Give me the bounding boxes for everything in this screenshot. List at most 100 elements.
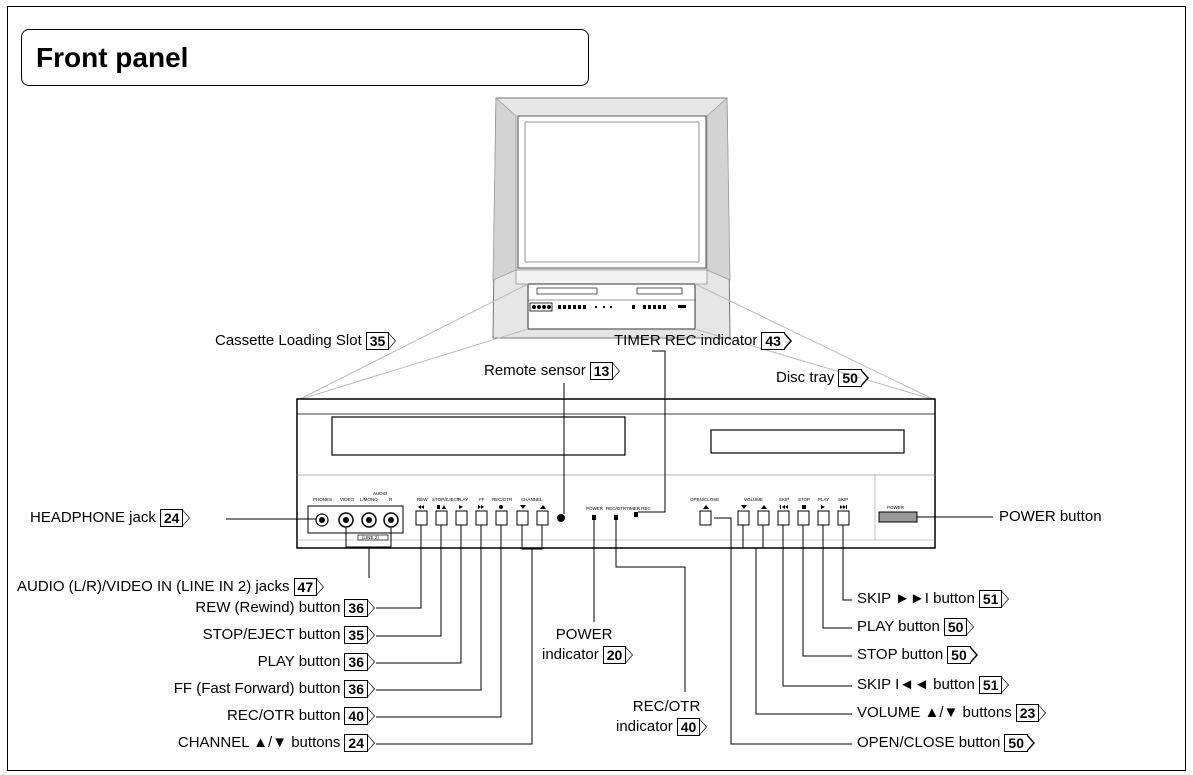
page-ref: 43 <box>761 332 792 351</box>
audio-right-jack[interactable] <box>383 512 399 528</box>
stop-button[interactable] <box>797 510 810 526</box>
channel-up-button[interactable] <box>536 510 549 526</box>
panel-label-phones: PHONES <box>313 497 332 502</box>
page-title: Front panel <box>36 42 189 73</box>
page-ref: 50 <box>943 618 974 637</box>
label-text: SKIP ►►I button <box>857 590 975 607</box>
open-close-button[interactable] <box>699 510 712 526</box>
page-frame <box>7 6 1186 771</box>
label-text-line2: indicator <box>616 718 673 735</box>
page-ref: 50 <box>1004 734 1035 753</box>
zoom-guide-lines <box>297 283 936 401</box>
ff-button[interactable] <box>475 510 488 526</box>
page-ref: 50 <box>838 369 869 388</box>
panel-label-open-close: OPEN/CLOSE <box>690 497 719 502</box>
label-text: REC/OTR button <box>227 707 341 724</box>
panel-label-stop-eject: STOP/EJECT <box>432 497 460 502</box>
page-ref: 40 <box>344 707 375 726</box>
panel-label-play: PLAY <box>457 497 468 502</box>
skip-forward-button[interactable] <box>837 510 850 526</box>
skip-back-button[interactable] <box>777 510 790 526</box>
label-power-button: POWER button <box>999 508 1102 525</box>
leader-lines <box>226 350 993 745</box>
panel-label-rec-otr-indicator: REC/OTR <box>606 506 627 511</box>
label-text: FF (Fast Forward) button <box>173 680 341 697</box>
stop-eject-button[interactable] <box>435 510 448 526</box>
label-text: AUDIO (L/R)/VIDEO IN (LINE IN 2) jacks <box>17 578 290 595</box>
rew-button[interactable] <box>415 510 428 526</box>
label-text: POWER button <box>999 508 1102 525</box>
panel-label-volume: VOLUME <box>744 497 763 502</box>
page-ref: 24 <box>159 509 190 528</box>
audio-left-jack[interactable] <box>361 512 377 528</box>
tv-set <box>492 97 731 339</box>
panel-label-lmono: L/MONO <box>360 497 378 502</box>
label-text: OPEN/CLOSE button <box>857 734 1001 751</box>
title-box <box>21 29 589 86</box>
volume-up-button[interactable] <box>757 510 770 526</box>
cassette-loading-slot[interactable] <box>331 416 626 456</box>
panel-label-rec-otr: REC/OTR <box>492 497 513 502</box>
timer-rec-indicator <box>634 512 638 517</box>
page-ref: 23 <box>1015 704 1046 723</box>
panel-label-power-indicator: POWER <box>586 506 604 511</box>
page-ref: 51 <box>978 590 1009 609</box>
channel-down-button[interactable] <box>516 510 529 526</box>
page-ref: 36 <box>344 599 375 618</box>
volume-down-button[interactable] <box>737 510 750 526</box>
label-text: CHANNEL ▲/▼ buttons <box>177 734 341 751</box>
page-ref: 13 <box>589 362 620 381</box>
disc-tray[interactable] <box>710 429 905 454</box>
page-ref: 36 <box>344 653 375 672</box>
video-in-jack[interactable] <box>338 512 354 528</box>
panel-label-video: VIDEO <box>340 497 355 502</box>
label-text: VOLUME ▲/▼ buttons <box>857 704 1012 721</box>
rec-otr-button[interactable] <box>495 510 508 526</box>
page-ref: 35 <box>365 332 396 351</box>
panel-label-play-dvd: PLAY <box>818 497 829 502</box>
panel-label-audio: AUDIO <box>373 491 388 496</box>
label-text: REW (Rewind) button <box>195 599 341 616</box>
headphone-jack[interactable] <box>315 513 329 527</box>
page-ref: 35 <box>344 626 375 645</box>
label-text-line1: POWER <box>555 626 613 643</box>
page-ref: 24 <box>344 734 375 753</box>
play-button[interactable] <box>455 510 468 526</box>
play-dvd-button[interactable] <box>817 510 830 526</box>
rec-otr-indicator <box>614 515 618 520</box>
label-text: Cassette Loading Slot <box>215 332 362 349</box>
label-text: STOP/EJECT button <box>202 626 341 643</box>
label-text-line2: indicator <box>542 646 599 663</box>
panel-label-ff: FF <box>479 497 485 502</box>
panel-label-timer-rec: TIMER REC <box>626 506 652 511</box>
panel-label-stop: STOP <box>798 497 810 502</box>
label-text: HEADPHONE jack <box>30 509 156 526</box>
panel-label-skip-back: SKIP <box>779 497 789 502</box>
power-indicator <box>592 515 596 520</box>
power-button[interactable] <box>878 511 918 523</box>
label-text: PLAY button <box>857 618 940 635</box>
label-text-line1: REC/OTR <box>632 698 701 715</box>
panel-label-channel: CHANNEL <box>521 497 543 502</box>
page-ref: 47 <box>293 578 324 597</box>
remote-sensor <box>557 514 565 522</box>
label-text: SKIP I◄◄ button <box>857 676 975 693</box>
page-ref: 51 <box>978 676 1009 695</box>
label-text: Remote sensor <box>484 362 586 379</box>
page-ref: 50 <box>947 646 978 665</box>
label-text: STOP button <box>857 646 944 663</box>
